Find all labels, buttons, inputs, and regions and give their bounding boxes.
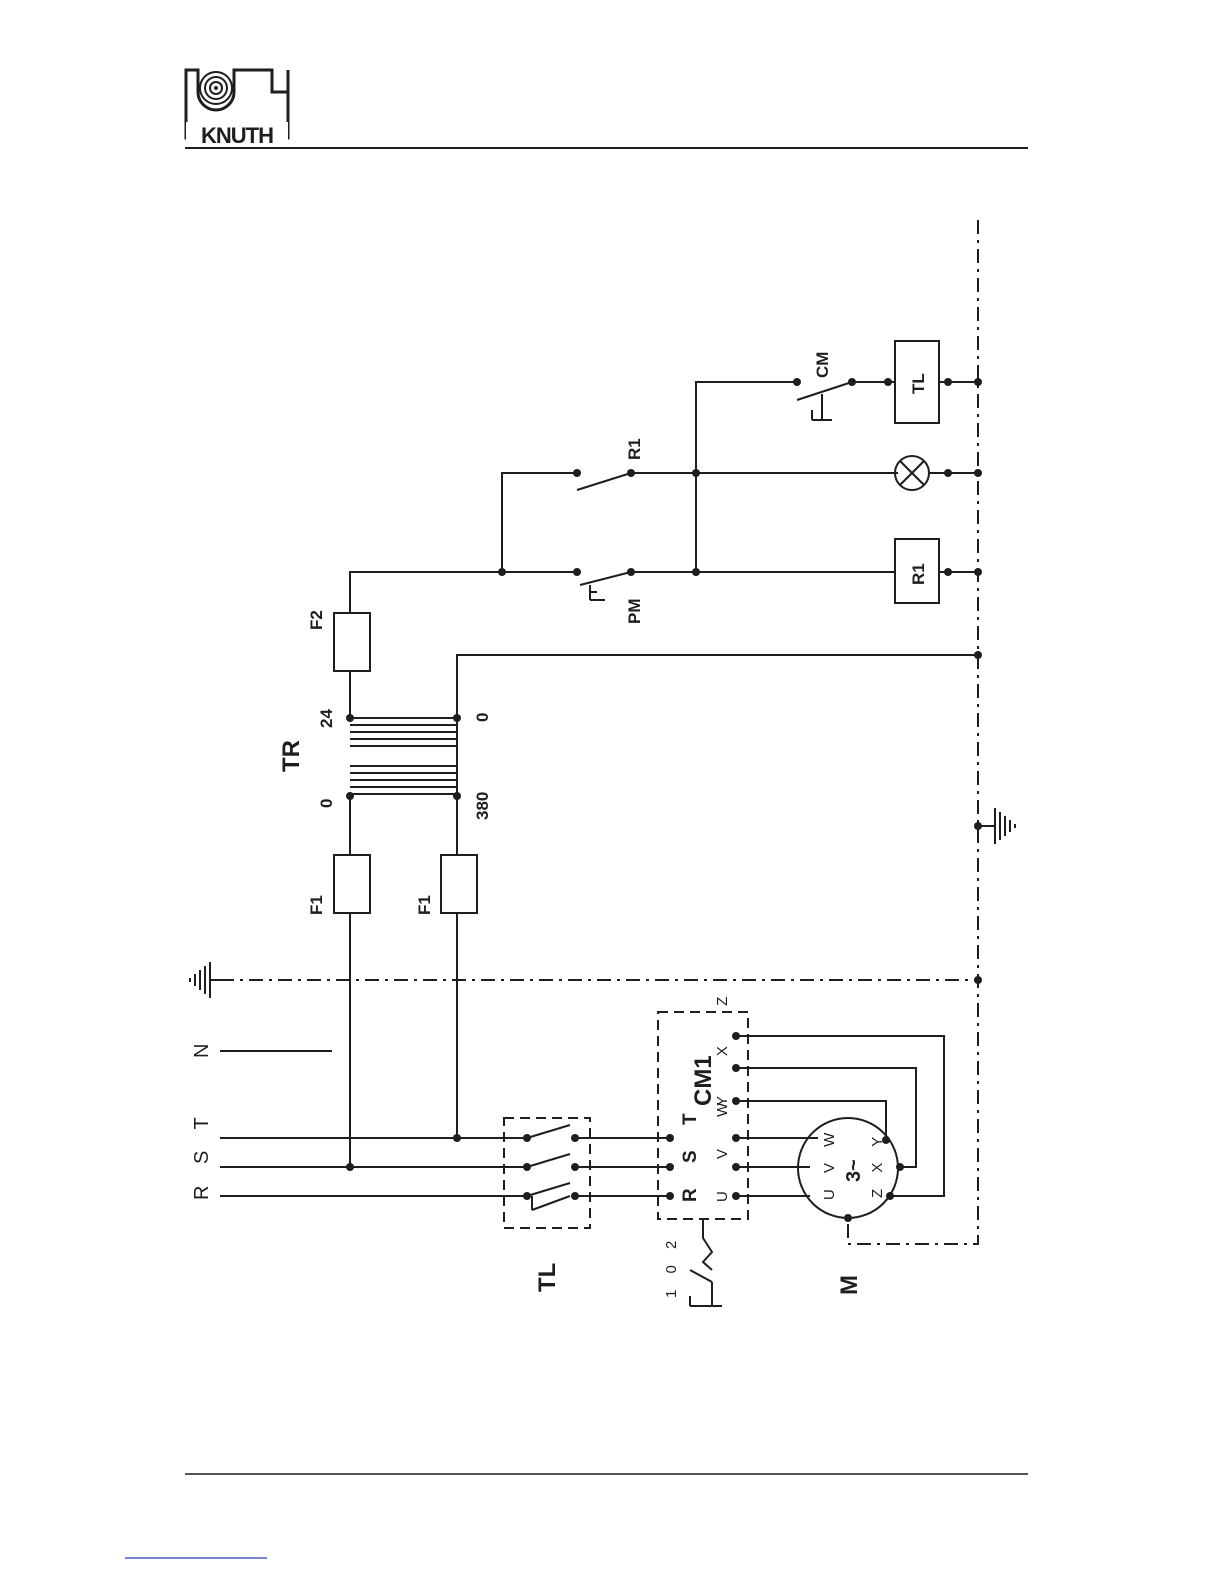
label-fuse-f2: F2 xyxy=(307,610,326,630)
label-pm: PM xyxy=(625,599,644,625)
label-supply-phases: R S T xyxy=(191,1109,213,1200)
wire-secondary-0 xyxy=(457,655,978,718)
main-switch-tl xyxy=(504,1118,590,1228)
electrical-schematic xyxy=(190,220,1015,1306)
contact-r1 xyxy=(573,469,635,490)
label-coil-tl: TL xyxy=(909,373,928,394)
label-motor-m: M xyxy=(836,1275,863,1295)
fuse-f2 xyxy=(334,613,370,671)
wire-motor-z xyxy=(736,1036,944,1196)
selector-switch xyxy=(690,1218,722,1306)
transformer-tr xyxy=(346,714,461,800)
diagram-labels: R S T N F1 F1 0 380 TR 24 0 F2 PM R1 CM … xyxy=(191,352,928,1298)
label-neutral: N xyxy=(191,1044,213,1058)
label-contactor-cm1: CM1 xyxy=(690,1055,717,1106)
pushbutton-pm xyxy=(573,568,635,600)
contactor-cm1 xyxy=(658,1012,748,1219)
label-fuse-f1-lower: F1 xyxy=(415,895,434,915)
label-contact-r1: R1 xyxy=(625,438,644,460)
fuse-f1-lower xyxy=(441,855,477,913)
label-motor-zxy: Z X Y xyxy=(869,1131,886,1198)
label-selector-positions: 1 0 2 xyxy=(663,1235,680,1298)
wire-secondary-24 xyxy=(350,572,575,718)
earth-symbol-left xyxy=(190,962,222,998)
label-switch-tl: TL xyxy=(534,1263,561,1292)
wire-r1-contact-feed xyxy=(502,473,575,572)
label-motor-uvw: U V W xyxy=(821,1127,838,1200)
label-cm1-in-terminals: R S T xyxy=(680,1103,701,1202)
label-transformer-tr: TR xyxy=(278,740,305,772)
signal-lamp xyxy=(895,456,929,490)
contact-cm xyxy=(793,378,856,420)
wire-bus-control xyxy=(696,382,795,572)
knuth-logo: KNUTH xyxy=(186,70,288,148)
label-motor-symbol: 3~ xyxy=(843,1159,865,1182)
label-tap-secondary-0: 0 xyxy=(473,713,492,722)
logo-text: KNUTH xyxy=(201,123,273,148)
fuse-f1-upper xyxy=(334,855,370,913)
earth-symbol-right xyxy=(974,808,1015,844)
label-contact-cm: CM xyxy=(813,352,832,378)
label-coil-r1: R1 xyxy=(909,563,928,585)
label-tap-secondary-24: 24 xyxy=(317,709,336,728)
label-tap-primary-380: 380 xyxy=(473,792,492,820)
label-fuse-f1-upper: F1 xyxy=(307,895,326,915)
label-tap-primary-0: 0 xyxy=(317,799,336,808)
